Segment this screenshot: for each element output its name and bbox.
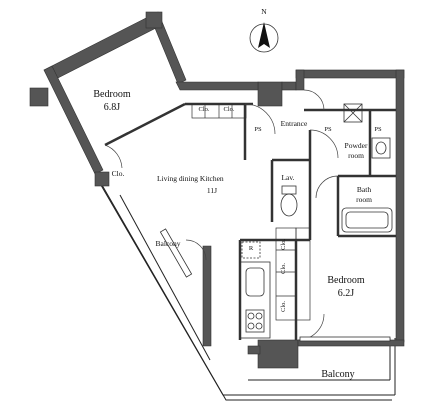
- bedroom-west-size: 6.8J: [103, 102, 121, 113]
- column-north: [145, 11, 163, 29]
- bedroom-east-name: Bedroom: [327, 275, 365, 286]
- ps-marker-3: PS: [374, 126, 382, 133]
- column-southwest: [94, 171, 110, 187]
- powder-room-label-2: room: [348, 151, 364, 160]
- bathtub-icon: [341, 207, 393, 233]
- bedroom-east-size: 6.2J: [337, 288, 355, 299]
- bedroom-west-name: Bedroom: [93, 89, 131, 100]
- fridge-icon: [241, 241, 261, 259]
- bath-room-label-2: room: [356, 195, 372, 204]
- closet-label-2: Clo.: [223, 106, 235, 113]
- compass-label: N: [261, 7, 267, 16]
- toilet-icon: [280, 185, 298, 217]
- north-arrow-icon: [249, 22, 279, 53]
- closet-label-v1: Clo.: [280, 238, 287, 250]
- exterior-walls: [29, 11, 405, 369]
- washbasin-icon: [371, 137, 391, 159]
- sink-icon: [245, 267, 265, 297]
- ps-marker-1: PS: [254, 126, 262, 133]
- balcony-outline: [97, 179, 396, 401]
- laundry-icon: [343, 103, 363, 123]
- ldk-name: Living dining Kitchen: [157, 174, 224, 183]
- interior-walls: [104, 102, 396, 340]
- closet-label-1: Clo.: [198, 106, 210, 113]
- powder-room-label: Powder: [344, 141, 368, 150]
- balcony-south-label: Balcony: [321, 369, 355, 380]
- entrance-label: Entrance: [280, 119, 308, 128]
- bath-room-label: Bath: [356, 185, 372, 194]
- column-west: [29, 87, 49, 107]
- column-entrance: [257, 81, 283, 107]
- windows: [159, 228, 391, 342]
- ps-marker-2: PS: [324, 126, 332, 133]
- closet-label-west: Clo.: [111, 169, 125, 178]
- balcony-west-label: Balcony: [155, 239, 181, 248]
- ldk-size: 11J: [206, 186, 218, 195]
- stove-icon: [245, 309, 265, 333]
- lav-label: Lav.: [281, 173, 295, 182]
- closet-doors: [191, 103, 311, 321]
- closet-label-v2: Clo.: [280, 262, 287, 274]
- kitchen-counter: [239, 261, 271, 339]
- fridge-marker: R: [248, 245, 254, 252]
- closet-label-v3: Clo.: [280, 300, 287, 312]
- column-south: [257, 339, 299, 369]
